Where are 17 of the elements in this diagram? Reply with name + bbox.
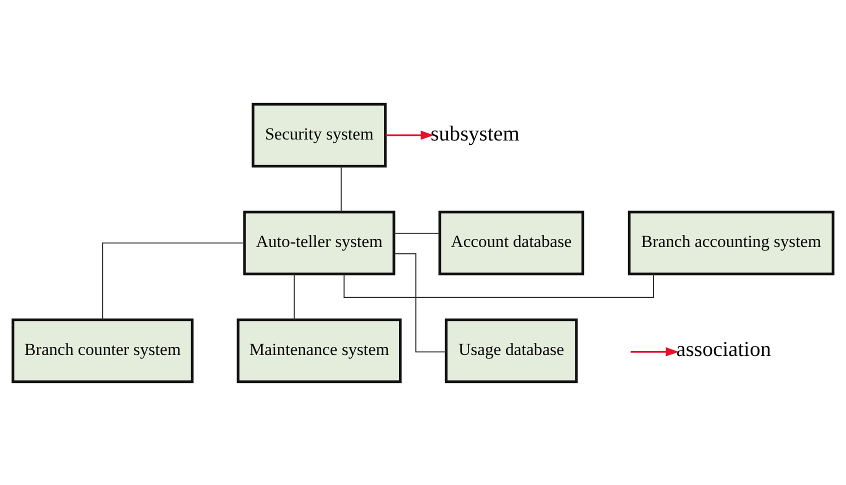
connector: [102, 242, 244, 320]
connector: [294, 274, 295, 320]
node-text: association: [676, 336, 772, 361]
node-box: Security system: [252, 102, 387, 167]
node-text: subsystem: [430, 121, 520, 146]
node-box: Branch accounting system: [628, 210, 834, 275]
connector: [394, 232, 440, 234]
connector: [340, 166, 342, 212]
arrow: [386, 130, 434, 140]
connector: [394, 252, 446, 352]
connector: [344, 274, 654, 298]
node-box: Maintenance system: [236, 318, 402, 383]
node-box: Branch counter system: [12, 318, 194, 383]
node-box: Usage database: [444, 318, 578, 383]
node-box: Account database: [438, 210, 584, 275]
node-box: Auto-teller system: [243, 210, 396, 275]
arrow: [630, 346, 679, 356]
